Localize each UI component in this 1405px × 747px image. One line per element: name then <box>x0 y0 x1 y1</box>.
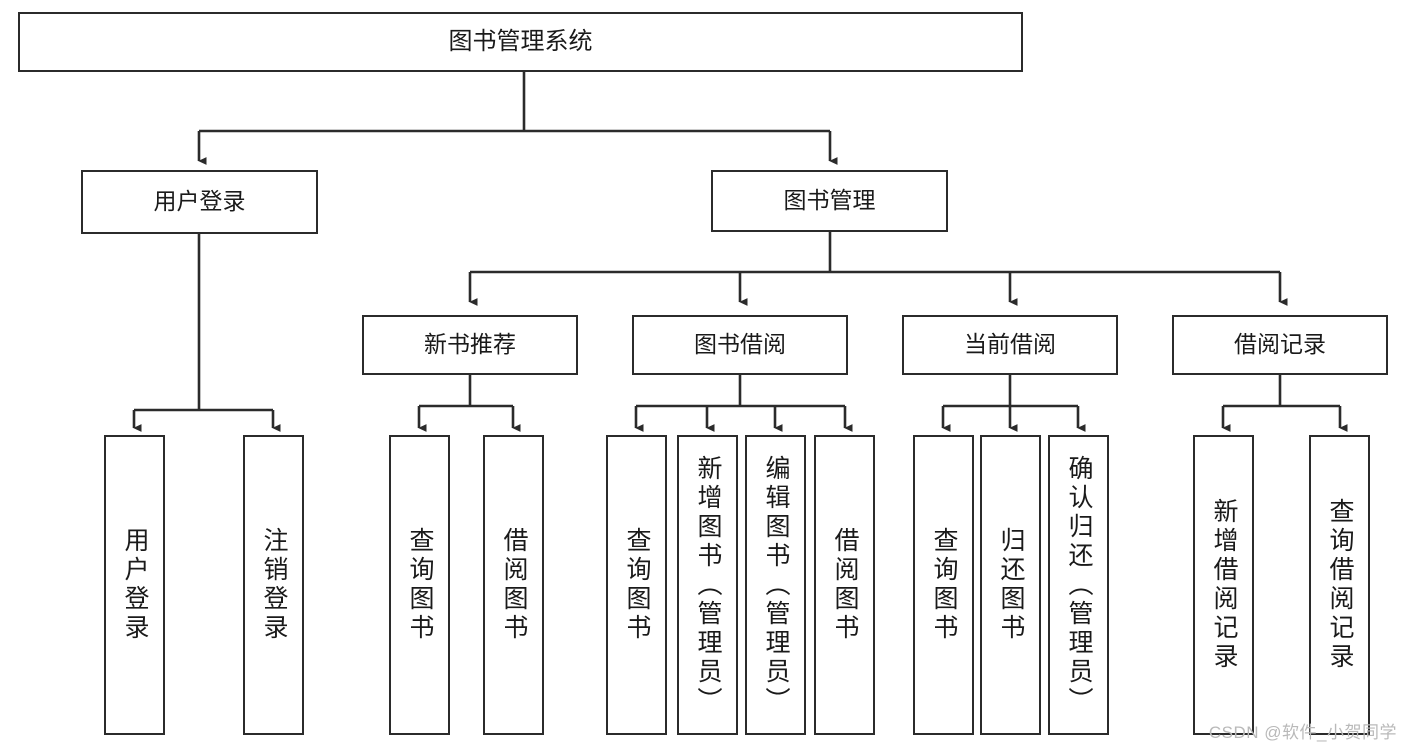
leaf-query-book-current[interactable]: 查询图书 <box>913 435 974 735</box>
leaf-query-book-borrow[interactable]: 查询图书 <box>606 435 667 735</box>
node-label: 确认归还（管理员） <box>1065 454 1093 716</box>
node-current-borrow[interactable]: 当前借阅 <box>902 315 1118 375</box>
node-new-book-recommend[interactable]: 新书推荐 <box>362 315 578 375</box>
node-label: 新增借阅记录 <box>1210 498 1238 672</box>
node-label: 查询借阅记录 <box>1326 498 1354 672</box>
leaf-add-borrow-record[interactable]: 新增借阅记录 <box>1193 435 1254 735</box>
node-label: 图书管理 <box>783 187 876 214</box>
node-label: 借阅图书 <box>831 527 859 643</box>
node-label: 归还图书 <box>997 527 1025 643</box>
leaf-query-borrow-record[interactable]: 查询借阅记录 <box>1309 435 1370 735</box>
leaf-logout[interactable]: 注销登录 <box>243 435 304 735</box>
leaf-edit-book-admin[interactable]: 编辑图书（管理员） <box>745 435 806 735</box>
node-book-management[interactable]: 图书管理 <box>711 170 948 232</box>
leaf-confirm-return-admin[interactable]: 确认归还（管理员） <box>1048 435 1109 735</box>
node-borrow-record[interactable]: 借阅记录 <box>1172 315 1388 375</box>
node-label: 借阅记录 <box>1234 331 1326 358</box>
node-label: 注销登录 <box>260 527 288 643</box>
node-label: 当前借阅 <box>964 331 1056 358</box>
node-label: 图书借阅 <box>694 331 786 358</box>
leaf-borrow-book[interactable]: 借阅图书 <box>814 435 875 735</box>
csdn-watermark: CSDN @软件_小贺同学 <box>1208 723 1397 742</box>
node-user-login[interactable]: 用户登录 <box>81 170 318 234</box>
leaf-add-book-admin[interactable]: 新增图书（管理员） <box>677 435 738 735</box>
node-label: 查询图书 <box>406 527 434 643</box>
node-label: 借阅图书 <box>500 527 528 643</box>
leaf-query-book-new[interactable]: 查询图书 <box>389 435 450 735</box>
node-label: 图书管理系统 <box>448 27 593 55</box>
leaf-user-login[interactable]: 用户登录 <box>104 435 165 735</box>
node-label: 查询图书 <box>623 527 651 643</box>
node-label: 用户登录 <box>153 188 246 215</box>
node-book-borrow[interactable]: 图书借阅 <box>632 315 848 375</box>
node-label: 编辑图书（管理员） <box>762 454 790 716</box>
node-label: 新书推荐 <box>424 331 516 358</box>
leaf-return-book[interactable]: 归还图书 <box>980 435 1041 735</box>
node-root-system[interactable]: 图书管理系统 <box>18 12 1023 72</box>
node-label: 查询图书 <box>930 527 958 643</box>
leaf-borrow-book-new[interactable]: 借阅图书 <box>483 435 544 735</box>
node-label: 用户登录 <box>121 527 149 643</box>
node-label: 新增图书（管理员） <box>694 454 722 716</box>
